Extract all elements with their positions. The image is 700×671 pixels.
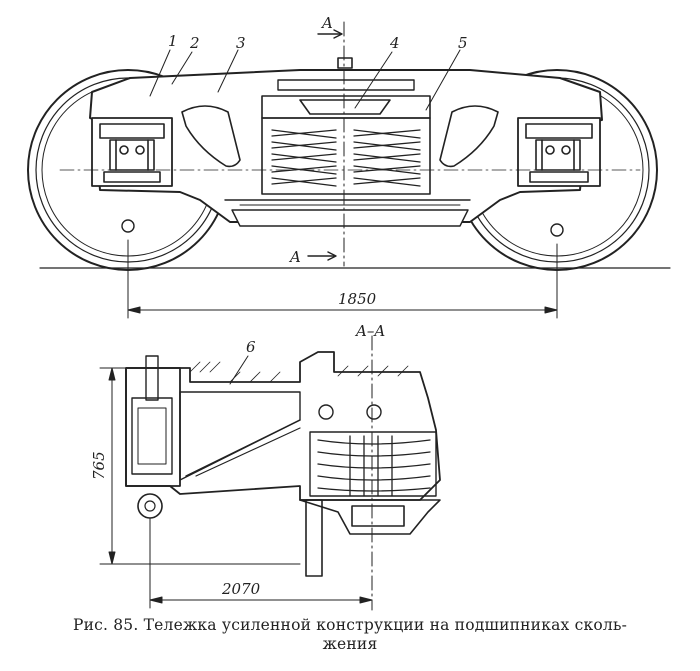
bolt: [366, 404, 382, 420]
part-number-3: 3: [236, 34, 246, 52]
dimension-wheelbase-label: 1850: [338, 290, 377, 308]
part-number-1: 1: [168, 32, 178, 50]
dimension-height-label: 765: [90, 451, 108, 480]
caption-line-2: жения: [322, 635, 378, 653]
left-axle-box: [91, 117, 173, 187]
part-number-5: 5: [458, 34, 468, 52]
caption-line-1: Рис. 85. Тележка усиленной конструкции н…: [72, 616, 628, 634]
dimension-half-width-label: 2070: [221, 580, 261, 598]
section-housing: [125, 351, 441, 501]
side-view: [27, 21, 671, 319]
bogie-drawing: A A 1 2 3 4 5 1850 A–A 6 765 2070: [27, 14, 671, 611]
section-axle-box: [125, 355, 181, 519]
dimension-height: [99, 367, 301, 565]
part-number-2: 2: [189, 34, 200, 52]
figure-caption: Рис. 85. Тележка усиленной конструкции н…: [20, 616, 680, 654]
side-frame: [89, 69, 603, 227]
part-number-6: 6: [246, 338, 256, 356]
section-title: A–A: [354, 322, 385, 340]
right-axle-box: [517, 117, 601, 187]
section-mark-bottom: A: [288, 248, 301, 266]
spring-set: [261, 117, 431, 195]
part-number-4: 4: [389, 34, 400, 52]
bolt: [318, 404, 334, 420]
section-view: [99, 335, 441, 611]
dimension-wheelbase: [127, 239, 558, 319]
section-channel: [299, 499, 441, 577]
section-mark-top: A: [320, 14, 333, 32]
dimension-half-width: [149, 517, 373, 609]
